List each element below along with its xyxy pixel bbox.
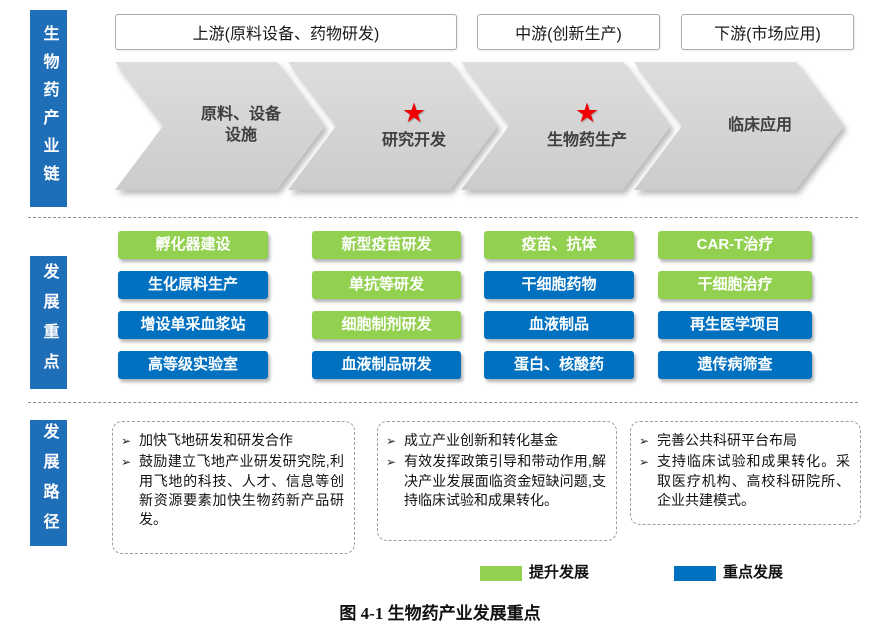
chevron-label: 原料、设备设施: [201, 106, 282, 144]
chevron-step-clinical: ★ 临床应用: [634, 62, 844, 190]
bullet-item: ➢ 成立产业创新和转化基金: [386, 431, 606, 450]
section-label-development-path: 发展路径: [30, 420, 67, 546]
header-midstream-label: 中游(创新生产): [515, 26, 622, 43]
focus-item: 遗传病筛查: [658, 351, 812, 379]
arrow-bullet-icon: ➢: [121, 434, 132, 448]
legend-swatch-green: [480, 566, 522, 581]
focus-column-upstream-1: 孵化器建设 生化原料生产 增设单采血浆站 高等级实验室: [118, 231, 268, 379]
chevron-content: ★ 研究开发: [288, 62, 498, 190]
arrow-bullet-icon: ➢: [121, 455, 132, 470]
star-icon: ★: [574, 98, 600, 129]
bullet-text: 有效发挥政策引导和带动作用,解决产业发展面临资金短缺问题,支持临床试验和成果转化…: [404, 453, 606, 508]
chevron-step-rnd: ★ 研究开发: [288, 62, 498, 190]
chevron-step-production: ★ 生物药生产: [461, 62, 671, 190]
header-upstream: 上游(原料设备、药物研发): [115, 14, 457, 50]
focus-item: 再生医学项目: [658, 311, 812, 339]
focus-item: 增设单采血浆站: [118, 311, 268, 339]
focus-item: 孵化器建设: [118, 231, 268, 259]
focus-column-midstream: 疫苗、抗体 干细胞药物 血液制品 蛋白、核酸药: [484, 231, 634, 379]
path-box-1: ➢ 加快飞地研发和研发合作 ➢ 鼓励建立飞地产业研发研究院,利用飞地的科技、人才…: [112, 421, 355, 554]
chevron-step-materials: ★ 原料、设备设施: [115, 62, 325, 190]
chevron-content: ★ 临床应用: [634, 62, 844, 190]
bullet-item: ➢ 加快飞地研发和研发合作: [121, 431, 344, 450]
focus-column-downstream: CAR-T治疗 干细胞治疗 再生医学项目 遗传病筛查: [658, 231, 812, 379]
arrow-bullet-icon: ➢: [639, 434, 650, 448]
chevron-content: ★ 生物药生产: [461, 62, 671, 190]
header-upstream-label: 上游(原料设备、药物研发): [192, 26, 380, 43]
bullet-text: 加快飞地研发和研发合作: [139, 432, 293, 448]
bullet-text: 完善公共科研平台布局: [657, 432, 797, 448]
section-divider: [28, 402, 858, 403]
bullet-item: ➢ 鼓励建立飞地产业研发研究院,利用飞地的科技、人才、信息等创新资源要素加快生物…: [121, 452, 344, 529]
bullet-text: 支持临床试验和成果转化。采取医疗机构、高校科研院所、企业共建模式。: [657, 453, 850, 508]
focus-item: 血液制品: [484, 311, 634, 339]
focus-item: CAR-T治疗: [658, 231, 812, 259]
bullet-item: ➢ 支持临床试验和成果转化。采取医疗机构、高校科研院所、企业共建模式。: [639, 452, 850, 510]
legend-swatch-blue: [674, 566, 716, 581]
bullet-item: ➢ 完善公共科研平台布局: [639, 431, 850, 450]
section-divider: [28, 217, 858, 218]
bullet-text: 成立产业创新和转化基金: [404, 432, 558, 448]
focus-item: 蛋白、核酸药: [484, 351, 634, 379]
focus-item: 疫苗、抗体: [484, 231, 634, 259]
focus-item: 细胞制剂研发: [312, 311, 461, 339]
star-icon: ★: [401, 98, 427, 129]
header-downstream: 下游(市场应用): [681, 14, 854, 50]
chevron-label: 生物药生产: [546, 132, 627, 150]
chevron-label: 临床应用: [727, 116, 792, 134]
figure-caption: 图 4-1 生物药产业发展重点: [339, 604, 541, 623]
header-downstream-label: 下游(市场应用): [714, 26, 821, 43]
focus-item: 单抗等研发: [312, 271, 461, 299]
legend-label-blue: 重点发展: [723, 564, 784, 581]
focus-item: 干细胞药物: [484, 271, 634, 299]
chevron-label: 研究开发: [381, 132, 446, 150]
focus-column-upstream-2: 新型疫苗研发 单抗等研发 细胞制剂研发 血液制品研发: [312, 231, 461, 379]
focus-item: 新型疫苗研发: [312, 231, 461, 259]
arrow-bullet-icon: ➢: [386, 455, 397, 470]
section-label-industry-chain: 生物药产业链: [30, 10, 67, 207]
path-box-2: ➢ 成立产业创新和转化基金 ➢ 有效发挥政策引导和带动作用,解决产业发展面临资金…: [377, 421, 617, 541]
bullet-text: 鼓励建立飞地产业研发研究院,利用飞地的科技、人才、信息等创新资源要素加快生物药新…: [139, 453, 344, 528]
focus-item: 生化原料生产: [118, 271, 268, 299]
focus-item: 血液制品研发: [312, 351, 461, 379]
section-label-development-focus: 发展重点: [30, 256, 67, 389]
focus-item: 干细胞治疗: [658, 271, 812, 299]
header-midstream: 中游(创新生产): [477, 14, 660, 50]
path-box-3: ➢ 完善公共科研平台布局 ➢ 支持临床试验和成果转化。采取医疗机构、高校科研院所…: [630, 421, 861, 525]
focus-item: 高等级实验室: [118, 351, 268, 379]
arrow-bullet-icon: ➢: [639, 455, 650, 470]
arrow-bullet-icon: ➢: [386, 434, 397, 448]
chevron-content: ★ 原料、设备设施: [115, 62, 325, 190]
legend-label-green: 提升发展: [529, 564, 590, 581]
bullet-item: ➢ 有效发挥政策引导和带动作用,解决产业发展面临资金短缺问题,支持临床试验和成果…: [386, 452, 606, 510]
